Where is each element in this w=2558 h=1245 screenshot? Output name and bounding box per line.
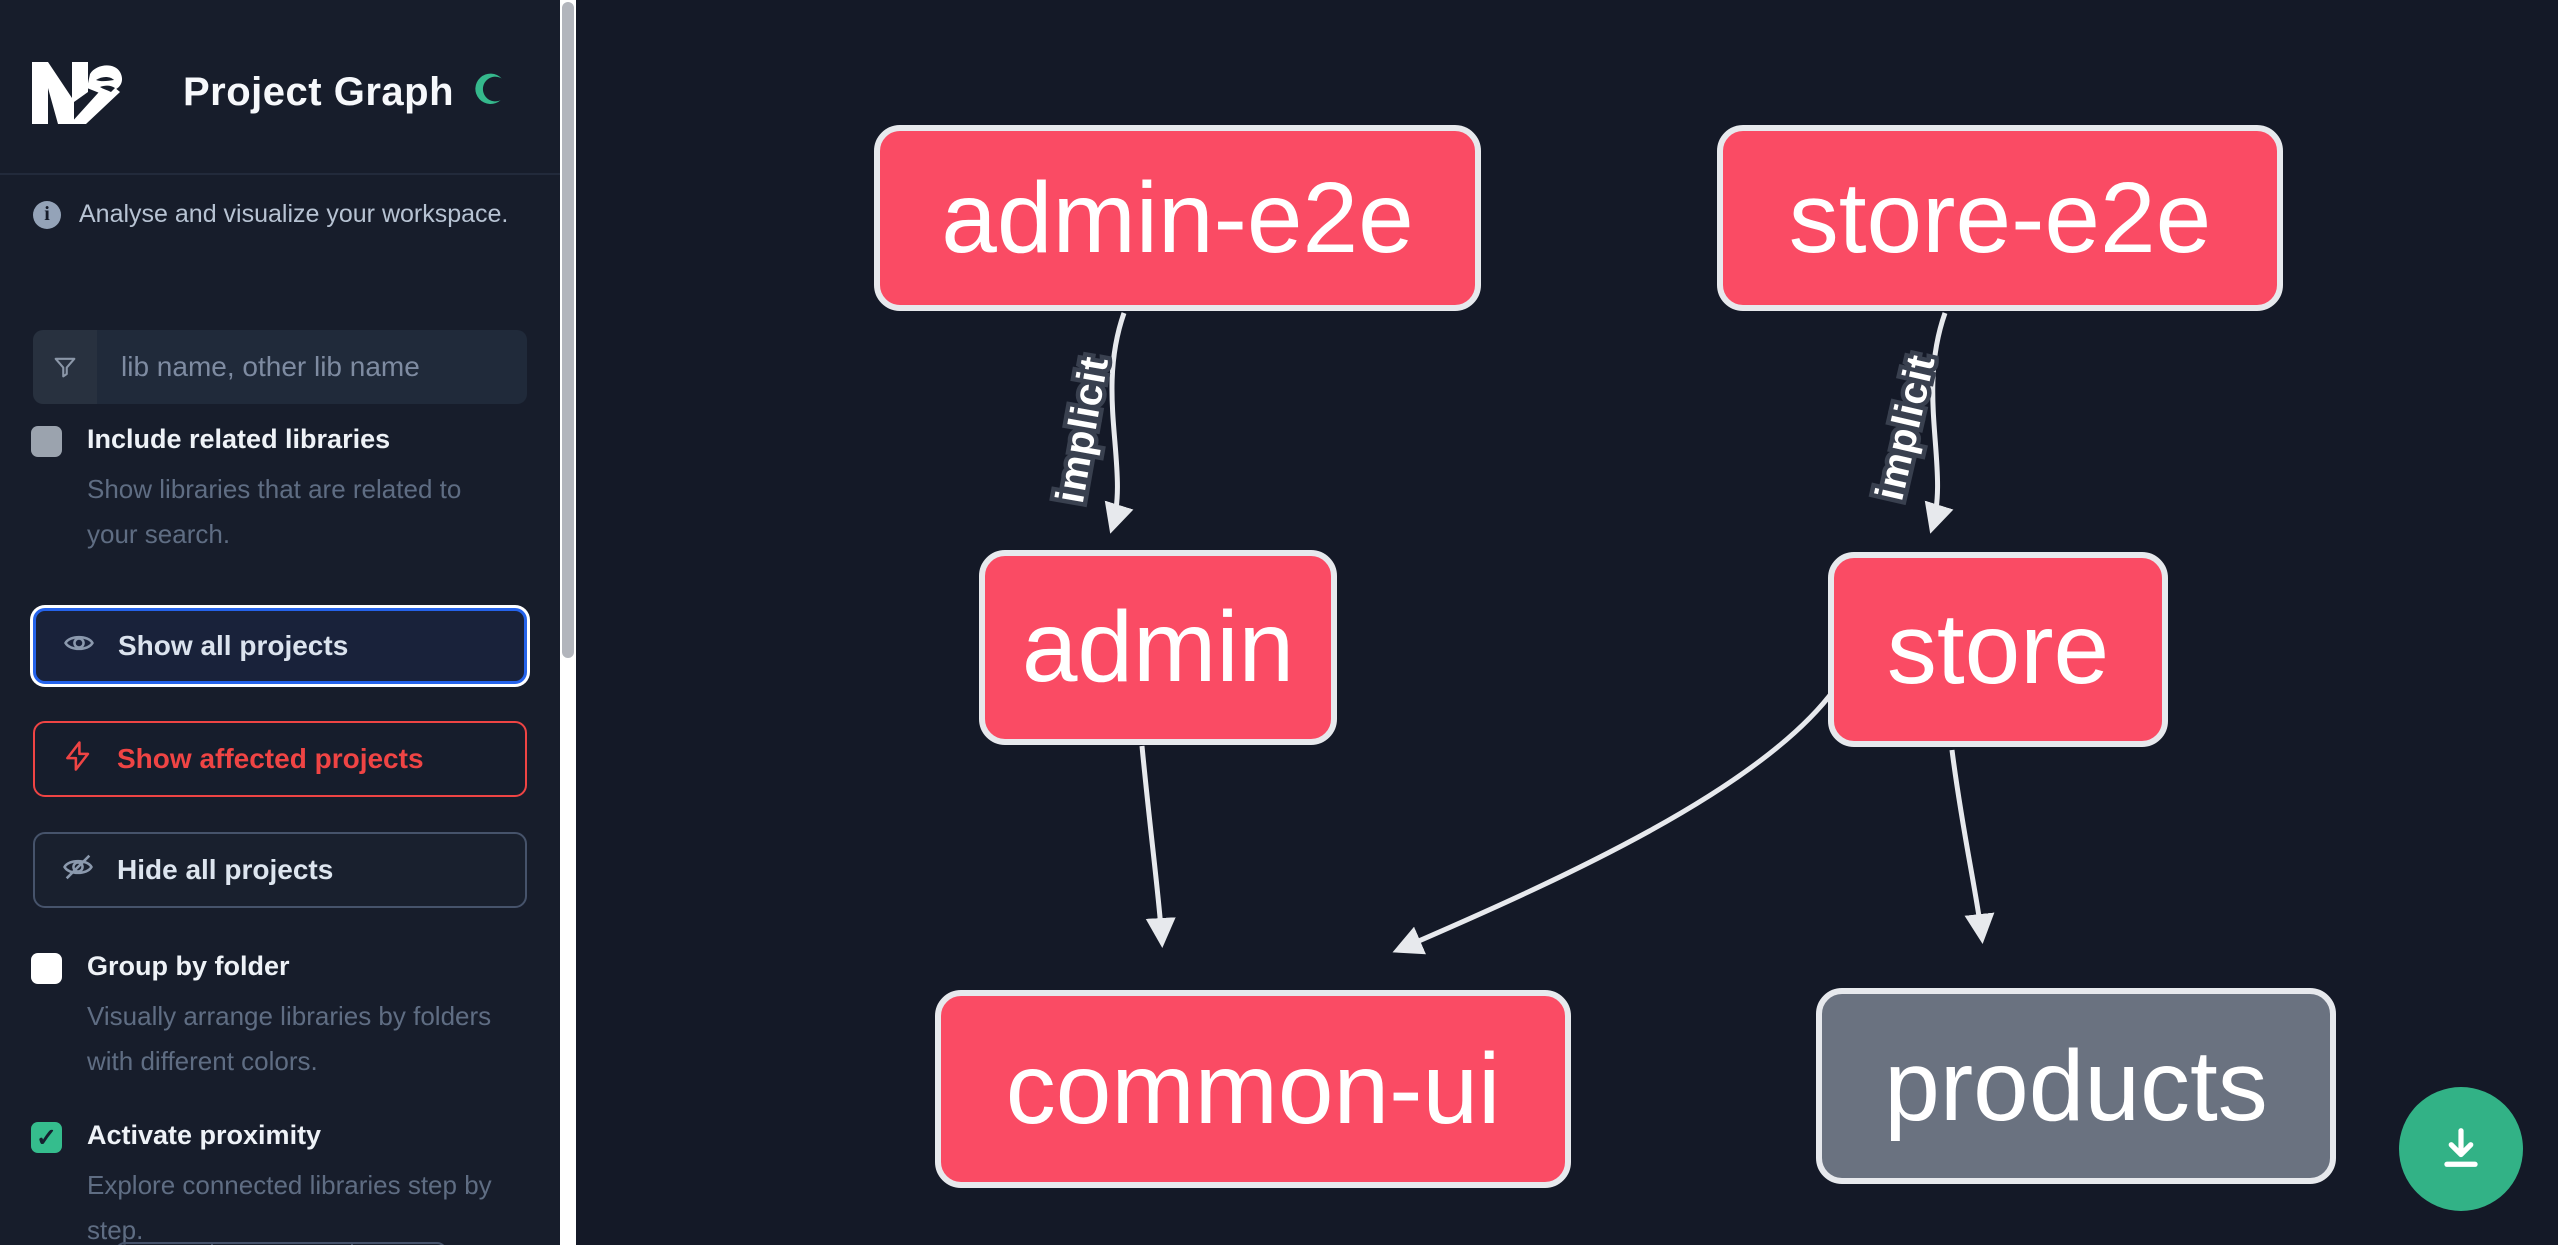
graph-node-store-e2e[interactable]: store-e2e bbox=[1717, 125, 2283, 311]
node-label: admin bbox=[1021, 591, 1295, 703]
download-icon bbox=[2435, 1122, 2487, 1177]
dark-mode-toggle-moon-icon[interactable] bbox=[472, 70, 510, 110]
graph-node-admin-e2e[interactable]: admin-e2e bbox=[874, 125, 1481, 311]
filter-funnel-icon bbox=[33, 330, 97, 404]
sidebar-scrollbar-thumb[interactable] bbox=[562, 2, 574, 658]
graph-node-common-ui[interactable]: common-ui bbox=[935, 990, 1571, 1188]
include-related-checkbox[interactable] bbox=[31, 426, 62, 457]
download-graph-button[interactable] bbox=[2399, 1087, 2523, 1211]
sidebar: Project Graph i Analyse and visualize yo… bbox=[0, 0, 560, 1245]
include-related-label: Include related libraries bbox=[87, 424, 391, 454]
search-input[interactable] bbox=[97, 330, 527, 404]
eye-icon bbox=[62, 626, 96, 667]
workspace-info-text: Analyse and visualize your workspace. bbox=[79, 200, 509, 228]
graph-node-store[interactable]: store bbox=[1828, 552, 2168, 747]
option-include-related-libraries: Include related libraries Show libraries… bbox=[31, 424, 531, 557]
info-icon: i bbox=[33, 200, 61, 229]
checkmark-icon: ✓ bbox=[36, 1123, 57, 1152]
activate-proximity-description: Explore connected libraries step by step… bbox=[87, 1170, 492, 1245]
node-label: products bbox=[1884, 1029, 2268, 1142]
show-all-projects-button[interactable]: Show all projects bbox=[33, 608, 527, 684]
graph-node-products[interactable]: products bbox=[1816, 988, 2336, 1184]
sidebar-scrollbar[interactable] bbox=[560, 0, 576, 1245]
node-label: common-ui bbox=[1005, 1032, 1501, 1145]
activate-proximity-checkbox[interactable]: ✓ bbox=[31, 1122, 62, 1153]
workspace-info: i Analyse and visualize your workspace. bbox=[33, 200, 533, 229]
app-title: Project Graph bbox=[183, 70, 455, 114]
eye-off-icon bbox=[61, 850, 95, 891]
show-all-projects-label: Show all projects bbox=[118, 630, 349, 661]
option-group-by-folder: Group by folder Visually arrange librari… bbox=[31, 951, 531, 1084]
group-by-folder-description: Visually arrange libraries by folders wi… bbox=[87, 1001, 492, 1076]
bolt-icon bbox=[61, 739, 95, 780]
project-filter bbox=[33, 330, 527, 404]
include-related-description: Show libraries that are related to your … bbox=[87, 474, 462, 549]
activate-proximity-label: Activate proximity bbox=[87, 1120, 322, 1150]
group-by-folder-checkbox[interactable] bbox=[31, 953, 62, 984]
sidebar-header: Project Graph bbox=[0, 0, 560, 175]
node-label: store-e2e bbox=[1788, 161, 2212, 274]
option-activate-proximity: ✓ Activate proximity Explore connected l… bbox=[31, 1120, 531, 1245]
nx-logo-icon bbox=[30, 60, 128, 126]
show-affected-projects-label: Show affected projects bbox=[117, 743, 424, 774]
node-label: admin-e2e bbox=[941, 161, 1414, 274]
node-label: store bbox=[1886, 593, 2110, 705]
hide-all-projects-button[interactable]: Hide all projects bbox=[33, 832, 527, 908]
show-affected-projects-button[interactable]: Show affected projects bbox=[33, 721, 527, 797]
graph-node-admin[interactable]: admin bbox=[979, 550, 1337, 745]
hide-all-projects-label: Hide all projects bbox=[117, 854, 334, 885]
group-by-folder-label: Group by folder bbox=[87, 951, 290, 981]
